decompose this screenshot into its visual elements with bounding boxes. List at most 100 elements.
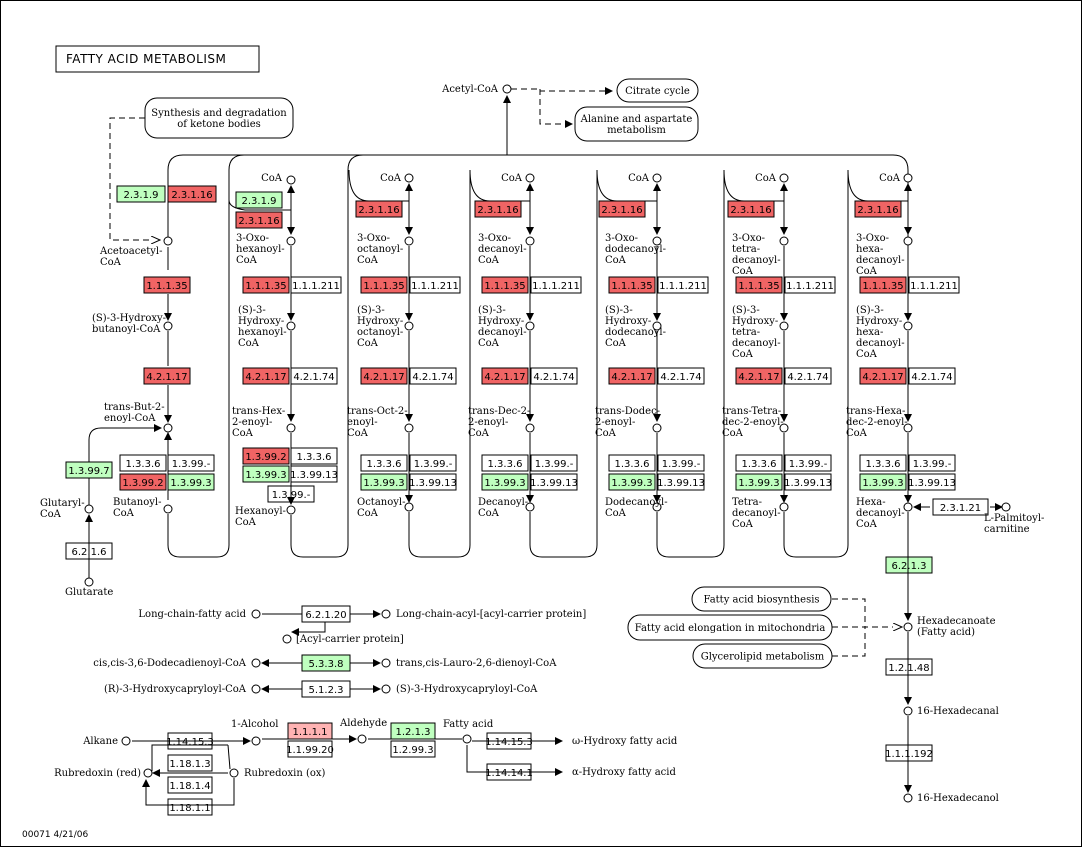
enz-1-1-1-192-box[interactable] (885, 744, 933, 762)
enz-4-2-1-17-c2-box[interactable] (242, 367, 290, 385)
hexadecanal-node[interactable] (903, 706, 913, 716)
hexanoyl-node[interactable] (286, 505, 296, 515)
enz-6-2-1-3-box[interactable] (885, 556, 933, 574)
enz-2-3-1-16-c2-box[interactable] (235, 211, 283, 229)
enz-4-2-1-74-c6-box[interactable] (784, 367, 832, 385)
enz-1-3-99-13-c5-box[interactable] (657, 473, 705, 491)
fatty-acid-node[interactable] (462, 734, 472, 744)
aldehyde-node[interactable] (357, 734, 367, 744)
enz-4-2-1-17-c5-box[interactable] (608, 367, 656, 385)
enz-1-3-99-x-c6-box[interactable] (784, 454, 832, 472)
acyl-node-c5[interactable] (652, 502, 662, 512)
s3-node[interactable] (381, 684, 391, 694)
enz-1-2-1-48-box[interactable] (885, 658, 933, 676)
enz-1-18-1-1-box[interactable] (167, 798, 213, 816)
trans-node-c7[interactable] (903, 423, 913, 433)
enz-1-1-1-211-c6-box[interactable] (784, 276, 836, 294)
lcfa-node[interactable] (251, 609, 261, 619)
enz-1-1-1-211-c3-box[interactable] (409, 276, 461, 294)
enz-1-2-99-3-box[interactable] (390, 740, 436, 758)
enz-1-3-99-2-c2-box[interactable] (242, 447, 290, 465)
acp-node[interactable] (282, 634, 292, 644)
enz-1-3-3-6-c5-box[interactable] (608, 454, 656, 472)
transbut-node[interactable] (163, 423, 173, 433)
oxo-node-c3[interactable] (404, 236, 414, 246)
enz-1-3-99-2-c1-box[interactable] (119, 473, 167, 491)
enz-4-2-1-17-c1-box[interactable] (143, 367, 191, 385)
hydroxybutanoyl-node[interactable] (163, 321, 173, 331)
trans-node-c6[interactable] (779, 423, 789, 433)
glutaryl-node[interactable] (84, 504, 94, 514)
enz-1-3-99-3-c4-box[interactable] (481, 473, 529, 491)
rub-red-node[interactable] (143, 768, 153, 778)
enz-1-1-1-35-c2-box[interactable] (242, 276, 290, 294)
oxo-node-c5[interactable] (652, 236, 662, 246)
enz-4-2-1-17-c7-box[interactable] (859, 367, 907, 385)
enz-1-3-99-3-c7-box[interactable] (859, 473, 907, 491)
enz-1-1-1-35-c4-box[interactable] (481, 276, 529, 294)
alanine-aspartate-box[interactable] (574, 106, 699, 142)
trans-lauro-node[interactable] (381, 658, 391, 668)
enz-1-3-99-13-c7-box[interactable] (908, 473, 956, 491)
enz-1-1-1-211-c7-box[interactable] (908, 276, 960, 294)
enz-1-1-1-35-c1-box[interactable] (143, 276, 191, 294)
hydroxy-node-c4[interactable] (525, 321, 535, 331)
fa-biosynthesis-box[interactable] (691, 586, 832, 612)
coa-node-c7[interactable] (903, 173, 913, 183)
enz-1-3-99-3-c2-box[interactable] (242, 465, 290, 483)
enz-1-3-99-13-c3-box[interactable] (409, 473, 457, 491)
enz-1-3-99-3-c3-box[interactable] (360, 473, 408, 491)
enz-1-18-1-4-box[interactable] (167, 776, 213, 794)
oxo-node-c6[interactable] (779, 236, 789, 246)
enz-2-3-1-9-c2-box[interactable] (235, 191, 283, 209)
enz-2-3-1-21-box[interactable] (932, 498, 989, 516)
oxo-node-c7[interactable] (903, 236, 913, 246)
glutarate-node[interactable] (84, 577, 94, 587)
coa-node-c3[interactable] (404, 173, 414, 183)
oxo-node-c4[interactable] (525, 236, 535, 246)
enz-1-3-3-6-c4-box[interactable] (481, 454, 529, 472)
coa-node-c6[interactable] (779, 173, 789, 183)
enz-4-2-1-74-c4-box[interactable] (530, 367, 578, 385)
enz-1-3-99-x-c3-box[interactable] (409, 454, 457, 472)
enz-1-3-3-6-c3-box[interactable] (360, 454, 408, 472)
enz-4-2-1-74-c3-box[interactable] (409, 367, 457, 385)
hydroxy-node-c6[interactable] (779, 321, 789, 331)
enz-1-3-99-x-c5-box[interactable] (657, 454, 705, 472)
enz-1-1-1-35-c5-box[interactable] (608, 276, 656, 294)
enz-1-1-1-35-c3-box[interactable] (360, 276, 408, 294)
enz-2-3-1-9-c1-box[interactable] (116, 185, 166, 203)
coa-node-c5[interactable] (652, 173, 662, 183)
coa-node-c2[interactable] (286, 175, 296, 185)
acetyl-coa-node[interactable] (502, 84, 512, 94)
enz-1-3-99-3-c5-box[interactable] (608, 473, 656, 491)
enz-4-2-1-17-c3-box[interactable] (360, 367, 408, 385)
enz-1-3-3-6-c7-box[interactable] (859, 454, 907, 472)
enz-1-3-99-x-c4-box[interactable] (530, 454, 578, 472)
enz-1-3-3-6-c1-box[interactable] (119, 454, 167, 472)
trans-node-c5[interactable] (652, 423, 662, 433)
palmitoyl-node[interactable] (1001, 502, 1011, 512)
enz-1-3-99-3-c6-box[interactable] (735, 473, 783, 491)
alcohol-node[interactable] (251, 736, 261, 746)
enz-1-18-1-3-box[interactable] (167, 754, 213, 772)
butanoyl-node[interactable] (163, 504, 173, 514)
r3-node[interactable] (251, 684, 261, 694)
enz-4-2-1-74-c7-box[interactable] (908, 367, 956, 385)
hydroxy-node-c7[interactable] (903, 321, 913, 331)
enz-1-1-1-35-c7-box[interactable] (859, 276, 907, 294)
enz-1-1-1-211-c5-box[interactable] (657, 276, 709, 294)
hexadecanol-node[interactable] (903, 793, 913, 803)
coa-node-c4[interactable] (525, 173, 535, 183)
citrate-cycle-box[interactable] (616, 78, 699, 103)
enz-1-1-1-35-c6-box[interactable] (735, 276, 783, 294)
hydroxy-node-c3[interactable] (404, 321, 414, 331)
acyl-node-c4[interactable] (525, 502, 535, 512)
hydroxy-node-c5[interactable] (652, 321, 662, 331)
cis-node[interactable] (251, 658, 261, 668)
acyl-node-c7[interactable] (903, 502, 913, 512)
trans-node-c4[interactable] (525, 423, 535, 433)
trans-node-c3[interactable] (404, 423, 414, 433)
oxo-hexanoyl-node[interactable] (286, 236, 296, 246)
enz-1-3-99-7-box[interactable] (65, 461, 113, 479)
